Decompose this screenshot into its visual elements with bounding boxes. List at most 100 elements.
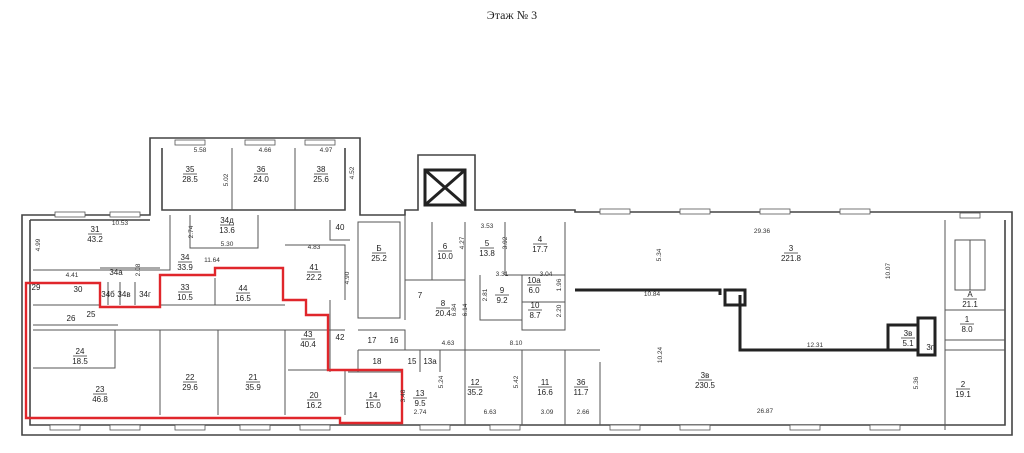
room-area: 10.5 bbox=[177, 293, 193, 302]
room-34б: 34б bbox=[101, 290, 115, 299]
room-number: 20 bbox=[310, 391, 319, 400]
room-area: 17.7 bbox=[532, 245, 548, 254]
room-number: 43 bbox=[304, 330, 313, 339]
room-area: 22.2 bbox=[306, 273, 322, 282]
dimension-label: 3.53 bbox=[481, 223, 494, 230]
dimension-label: 10.53 bbox=[112, 220, 129, 227]
room-34в: 34в bbox=[117, 290, 130, 299]
dimension-label: 11.64 bbox=[204, 257, 220, 264]
dimension-label: 6.63 bbox=[484, 409, 497, 416]
room-area: 221.8 bbox=[781, 254, 802, 263]
room-area: 20.4 bbox=[435, 309, 451, 318]
dimension-label: 6.84 bbox=[451, 303, 458, 316]
dimension-label: 5.02 bbox=[223, 173, 230, 186]
room-16: 16 bbox=[390, 336, 399, 345]
floor-title: Этаж № 3 bbox=[487, 8, 537, 22]
room-number: Б bbox=[376, 244, 381, 253]
dimension-label: 1.96 bbox=[556, 278, 563, 291]
room-9: 99.2 bbox=[495, 286, 509, 305]
room-number: 44 bbox=[239, 284, 248, 293]
room-А: А21.1 bbox=[962, 290, 978, 309]
dimension-label: 3.04 bbox=[540, 271, 553, 278]
dimension-label: 2.74 bbox=[188, 225, 195, 238]
room-area: 5.1 bbox=[902, 339, 914, 348]
dimension-label: 26.87 bbox=[757, 408, 774, 415]
room-number: 41 bbox=[310, 263, 319, 272]
room-number: 42 bbox=[336, 333, 345, 342]
room-number: 4 bbox=[538, 235, 543, 244]
dimension-label: 4.99 bbox=[35, 238, 42, 251]
room-4: 417.7 bbox=[532, 235, 548, 254]
room-number: 34б bbox=[101, 290, 115, 299]
dimension-label: 3.31 bbox=[496, 271, 509, 278]
room-number: 34г bbox=[139, 290, 151, 299]
room-Б: Б25.2 bbox=[371, 244, 387, 263]
room-3в: 3в5.1 bbox=[901, 329, 915, 348]
room-number: 6 bbox=[443, 242, 448, 251]
room-3г: 3г bbox=[926, 343, 933, 352]
room-17: 17 bbox=[368, 336, 377, 345]
dimension-label: 4.41 bbox=[66, 272, 79, 279]
dimension-label: 6.14 bbox=[462, 303, 469, 316]
dimension-label: 4.90 bbox=[344, 271, 351, 284]
room-area: 16.5 bbox=[235, 294, 251, 303]
walls bbox=[21, 137, 1013, 436]
room-7: 7 bbox=[418, 291, 423, 300]
room-number: 36 bbox=[577, 378, 586, 387]
room-area: 25.2 bbox=[371, 254, 387, 263]
dimension-label: 5.42 bbox=[513, 375, 520, 388]
room-number: 34в bbox=[117, 290, 130, 299]
room-area: 16.2 bbox=[306, 401, 322, 410]
dimension-label: 10.24 bbox=[657, 346, 664, 363]
room-number: 34а bbox=[109, 268, 123, 277]
room-number: 3г bbox=[926, 343, 933, 352]
dimension-label: 4.27 bbox=[459, 236, 466, 249]
room-number: 40 bbox=[336, 223, 345, 232]
room-area: 6.0 bbox=[528, 286, 540, 295]
dimension-label: 29.36 bbox=[754, 228, 771, 235]
room-number: 3 bbox=[789, 244, 794, 253]
room-8: 820.4 bbox=[435, 299, 451, 318]
dimension-label: 4.52 bbox=[349, 166, 356, 179]
room-number: 30 bbox=[74, 285, 83, 294]
room-6: 610.0 bbox=[437, 242, 453, 261]
room-area: 21.1 bbox=[962, 300, 978, 309]
room-number: 21 bbox=[249, 373, 258, 382]
room-25: 25 bbox=[87, 310, 96, 319]
room-34а: 34а bbox=[109, 268, 123, 277]
room-area: 35.9 bbox=[245, 383, 261, 392]
room-number: 10 bbox=[531, 301, 540, 310]
room-number: 5 bbox=[485, 239, 490, 248]
room-number: 7 bbox=[418, 291, 423, 300]
room-number: 2 bbox=[961, 380, 966, 389]
dimension-label: 3.92 bbox=[502, 236, 509, 249]
room-number: 12 bbox=[471, 378, 480, 387]
room-area: 28.5 bbox=[182, 175, 198, 184]
dimension-label: 5.30 bbox=[221, 241, 234, 248]
room-number: 38 bbox=[317, 165, 326, 174]
dimension-label: 3.48 bbox=[400, 389, 407, 402]
dimension-label: 4.83 bbox=[308, 244, 321, 251]
dimension-label: 2.74 bbox=[414, 409, 427, 416]
dimension-label: 5.58 bbox=[194, 147, 207, 154]
room-area: 9.2 bbox=[496, 296, 508, 305]
room-number: 9 bbox=[500, 286, 505, 295]
room-number: 8 bbox=[441, 299, 446, 308]
room-area: 25.6 bbox=[313, 175, 329, 184]
